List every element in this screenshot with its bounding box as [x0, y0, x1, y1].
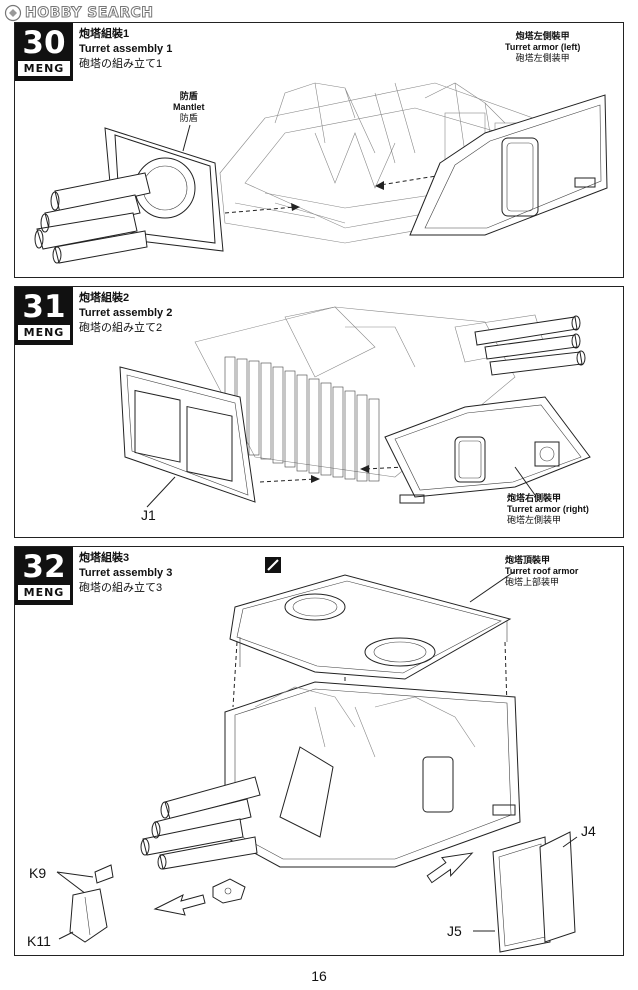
callout-turret-armor-left: 炮塔左側裝甲 Turret armor (left) 砲塔左側装甲 — [505, 31, 581, 63]
title-ja: 砲塔の組み立て3 — [79, 582, 163, 594]
turret-armor-left-part — [409, 94, 608, 236]
title-en: Turret assembly 2 — [79, 307, 173, 319]
brand-logo: MENG — [18, 61, 70, 76]
part-j4-plate — [539, 831, 576, 943]
title-ja: 砲塔の組み立て2 — [79, 322, 163, 334]
title-en: Turret assembly 1 — [79, 43, 173, 55]
step-30-drawing — [34, 82, 608, 264]
part-label-j5: J5 — [447, 923, 462, 939]
step-badge: 32 MENG — [15, 547, 73, 605]
callout-turret-roof-armor: 炮塔頂裝甲 Turret roof armor 砲塔上部装甲 — [505, 555, 579, 587]
part-j1-plate — [119, 366, 256, 503]
step-title: 炮塔組裝1 Turret assembly 1 砲塔の組み立て1 — [79, 27, 172, 72]
step-badge: 30 MENG — [15, 23, 73, 81]
gun-barrels — [474, 315, 586, 376]
part-label-j1: J1 — [141, 507, 156, 523]
hobbysearch-logo-icon — [4, 4, 22, 22]
arrow-icon — [426, 852, 474, 884]
page-number: 16 — [311, 968, 327, 984]
watermark-text: HOBBY SEARCH — [24, 5, 154, 22]
watermark: HOBBY SEARCH — [4, 4, 153, 22]
turret-body-part — [224, 681, 521, 868]
step-30-panel: 30 MENG 炮塔組裝1 Turret assembly 1 砲塔の組み立て1… — [14, 22, 624, 278]
part-label-j4: J4 — [581, 823, 596, 839]
turret-armor-right-part — [384, 396, 591, 504]
turret-roof-armor-part — [229, 574, 512, 680]
title-en: Turret assembly 3 — [79, 567, 173, 579]
callout-turret-armor-right: 炮塔右側裝甲 Turret armor (right) 砲塔左側装甲 — [507, 493, 589, 525]
step-number: 30 — [22, 25, 66, 61]
step-badge: 31 MENG — [15, 287, 73, 345]
title-zh: 炮塔組裝1 — [79, 28, 130, 40]
part-label-k9: K9 — [29, 865, 47, 881]
brand-logo: MENG — [18, 325, 70, 340]
gun-barrels — [140, 776, 261, 870]
title-zh: 炮塔組裝3 — [79, 552, 130, 564]
mantlet-part — [34, 127, 224, 264]
step-number: 32 — [22, 549, 66, 585]
part-label-k11: K11 — [27, 933, 51, 949]
part-k11 — [69, 888, 108, 943]
step-31-panel: 31 MENG 炮塔組裝2 Turret assembly 2 砲塔の組み立て2… — [14, 286, 624, 538]
step-number: 31 — [22, 289, 66, 325]
title-ja: 砲塔の組み立て1 — [79, 58, 163, 70]
step-32-drawing — [56, 557, 578, 953]
title-zh: 炮塔組裝2 — [79, 292, 130, 304]
step-title: 炮塔組裝3 Turret assembly 3 砲塔の組み立て3 — [79, 551, 172, 596]
cement-icon — [265, 557, 281, 573]
callout-mantlet: 防盾 Mantlet 防盾 — [173, 91, 205, 123]
brand-logo: MENG — [18, 585, 70, 600]
arrow-icon — [153, 894, 206, 916]
step-title: 炮塔組裝2 Turret assembly 2 砲塔の組み立て2 — [79, 291, 172, 336]
step-32-panel: 32 MENG 炮塔組裝3 Turret assembly 3 砲塔の組み立て3… — [14, 546, 624, 956]
step-31-drawing — [119, 306, 591, 508]
fitting-part — [212, 878, 246, 904]
part-k9 — [94, 864, 114, 884]
